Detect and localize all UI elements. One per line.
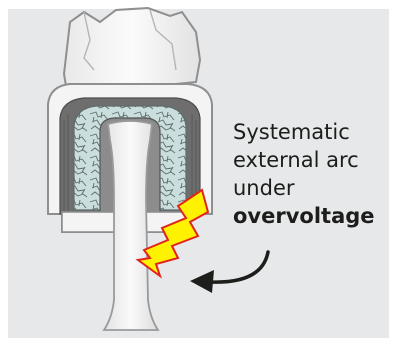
curved-arrow-head bbox=[190, 270, 214, 293]
curved-arrow-icon bbox=[210, 252, 268, 282]
diagram-caption: Systematic external arc under overvoltag… bbox=[233, 118, 393, 230]
insulator-cap-top bbox=[64, 8, 200, 86]
caption-line-3: under bbox=[233, 174, 393, 202]
caption-line-4: overvoltage bbox=[233, 202, 393, 230]
caption-line-1: Systematic bbox=[233, 118, 393, 146]
caption-line-2: external arc bbox=[233, 146, 393, 174]
